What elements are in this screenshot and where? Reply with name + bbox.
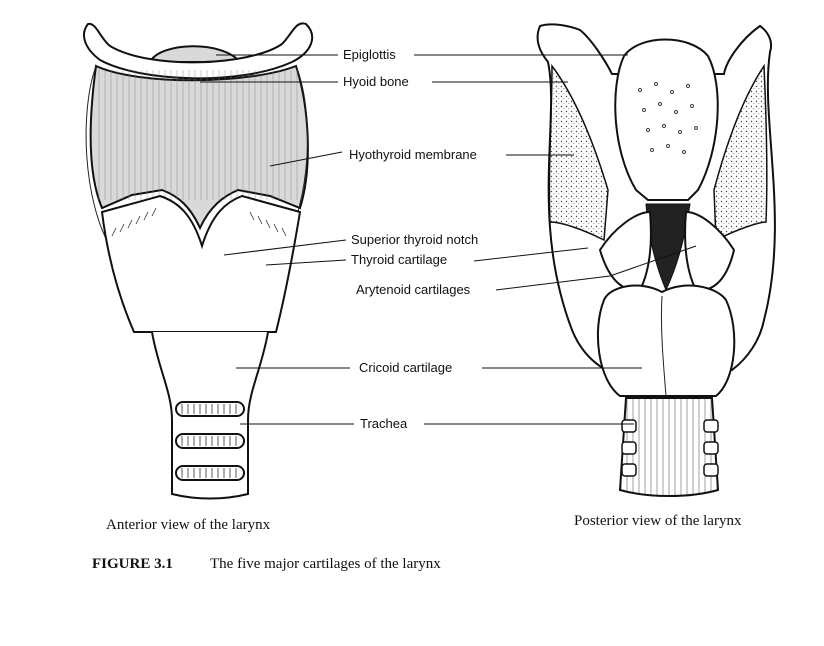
caption-posterior: Posterior view of the larynx xyxy=(574,513,742,529)
label-thyroid-cartilage: Thyroid cartilage xyxy=(351,252,447,267)
figure-number: FIGURE 3.1 xyxy=(92,556,173,572)
anterior-hyoid-bone xyxy=(83,22,314,80)
posterior-arytenoid-left xyxy=(598,210,652,292)
epiglottis-pores xyxy=(638,82,698,154)
anterior-thyroid-cartilage xyxy=(100,194,302,333)
leader-lines xyxy=(200,54,697,425)
leader-notch xyxy=(223,239,347,256)
posterior-epiglottis xyxy=(614,38,719,201)
posterior-arytenoid-right xyxy=(684,210,736,292)
label-epiglottis: Epiglottis xyxy=(343,47,396,62)
label-arytenoid-cartilages: Arytenoid cartilages xyxy=(356,282,471,297)
label-cricoid-cartilage: Cricoid cartilage xyxy=(359,360,452,375)
leader-arytenoid xyxy=(495,245,697,291)
figure-title: The five major cartilages of the larynx xyxy=(210,556,441,572)
posterior-left-wing xyxy=(548,63,609,242)
label-hyoid-bone: Hyoid bone xyxy=(343,74,409,89)
label-hyothyroid-membrane: Hyothyroid membrane xyxy=(349,147,477,162)
label-trachea: Trachea xyxy=(360,416,408,431)
label-superior-thyroid-notch: Superior thyroid notch xyxy=(351,232,478,247)
leader-thyroid-left xyxy=(265,259,347,266)
leader-thyroid-right xyxy=(473,247,589,262)
posterior-trachea xyxy=(618,397,720,497)
posterior-trachea-rings xyxy=(621,419,719,477)
posterior-larynx-drawing xyxy=(536,23,776,497)
posterior-right-wing xyxy=(713,63,768,242)
caption-anterior: Anterior view of the larynx xyxy=(106,517,271,533)
thyroid-edge-hatching xyxy=(111,207,287,237)
membrane-hatching xyxy=(98,70,298,200)
anterior-larynx-drawing xyxy=(83,22,314,500)
leader-membrane-left xyxy=(269,151,343,167)
cricoid-midline xyxy=(660,295,667,397)
posterior-cricoid-lamina xyxy=(596,284,736,397)
anterior-trachea-rings xyxy=(175,401,245,481)
